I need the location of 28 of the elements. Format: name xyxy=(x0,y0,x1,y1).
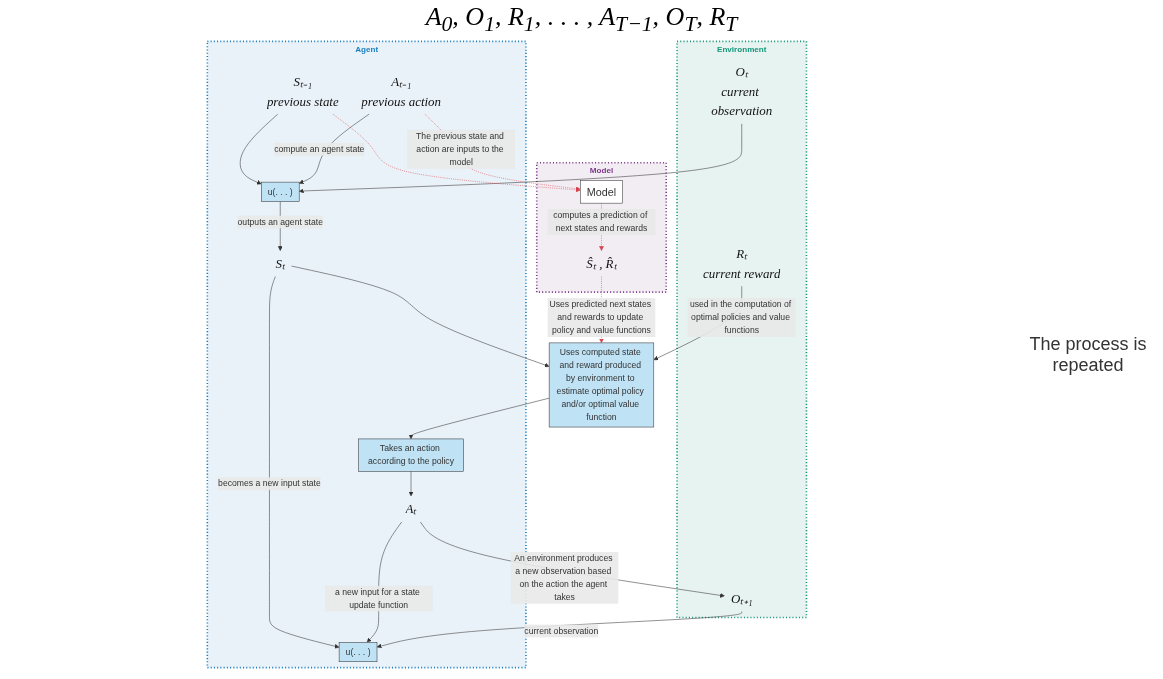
node-label: current observation xyxy=(710,84,772,119)
node-text: Oₜ xyxy=(735,65,748,80)
node-text: Aₜ xyxy=(405,502,417,517)
edge-label: computes a prediction of next states and rewards xyxy=(552,210,647,234)
edge-label: used in the computation of optimal policies and value functions xyxy=(689,299,791,335)
node-box: Model xyxy=(579,180,623,204)
node-text: Aₜ₋₁ xyxy=(390,74,411,89)
node-box: u(. . . ) xyxy=(260,182,300,202)
title: A$_{0}$, O$_{1}$, R$_{1}$, . . . , A$_{T−1}$, O$_{T}$, R$_{T}$ xyxy=(423,2,740,38)
node-box: Takes an action according to the policy xyxy=(358,438,464,472)
edge-label: becomes a new input state xyxy=(217,479,321,489)
node-label: previous action xyxy=(360,94,441,109)
node-label: previous state xyxy=(266,94,339,109)
edge-label: outputs an agent state xyxy=(237,217,323,227)
node-text: Sₜ xyxy=(274,256,285,271)
note: The process is repeated xyxy=(1028,333,1148,376)
node-label: current reward xyxy=(702,266,780,281)
node-text: Rₜ xyxy=(735,247,747,262)
edge-label: compute an agent state xyxy=(273,144,365,154)
edge-label: The previous state and action are inputs to the model xyxy=(415,131,504,167)
node-box: Uses computed state and reward produced by environment to estimate optimal policy and/or optimal value function xyxy=(548,342,654,428)
node-text: Ŝₜ , R̂ₜ xyxy=(585,256,617,271)
edge-label: current observation xyxy=(523,626,598,636)
edge-label: a new input for a state update function xyxy=(334,587,420,610)
edge-label: Uses predicted next states and rewards to update policy and value functions xyxy=(549,299,651,335)
node-text: Sₜ₋₁ xyxy=(293,74,312,89)
node-box: u(. . . ) xyxy=(338,642,377,663)
node-text: Oₜ₊₁ xyxy=(730,591,753,606)
